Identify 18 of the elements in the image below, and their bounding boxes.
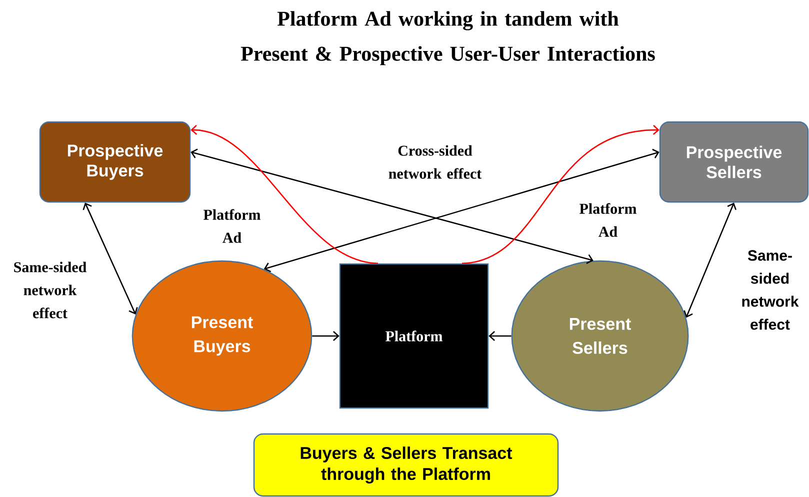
rounded-box: Prospective Buyers xyxy=(39,121,191,203)
annotation: Platform Ad xyxy=(204,209,260,243)
rounded-box: Prospective Sellers xyxy=(659,121,809,203)
annotation: Platform Ad xyxy=(580,203,636,237)
arrow xyxy=(82,202,138,314)
arrow xyxy=(684,202,736,318)
arrow xyxy=(312,331,340,341)
annotation: Same-sided network effect xyxy=(742,250,799,330)
callout-box: Buyers & Sellers Transact through the Platform xyxy=(253,433,559,497)
annotation: Cross-sided network effect xyxy=(388,145,482,179)
annotation: Same-sided network effect xyxy=(14,262,86,318)
square-box: Platform xyxy=(339,263,489,409)
arrow xyxy=(488,331,512,341)
arrow xyxy=(462,124,660,264)
arrow xyxy=(264,148,660,272)
arrow xyxy=(190,124,378,264)
title: Platform Ad working in tandem with Present & Prospective User-User Interactions xyxy=(240,10,655,66)
arrow xyxy=(190,148,594,264)
